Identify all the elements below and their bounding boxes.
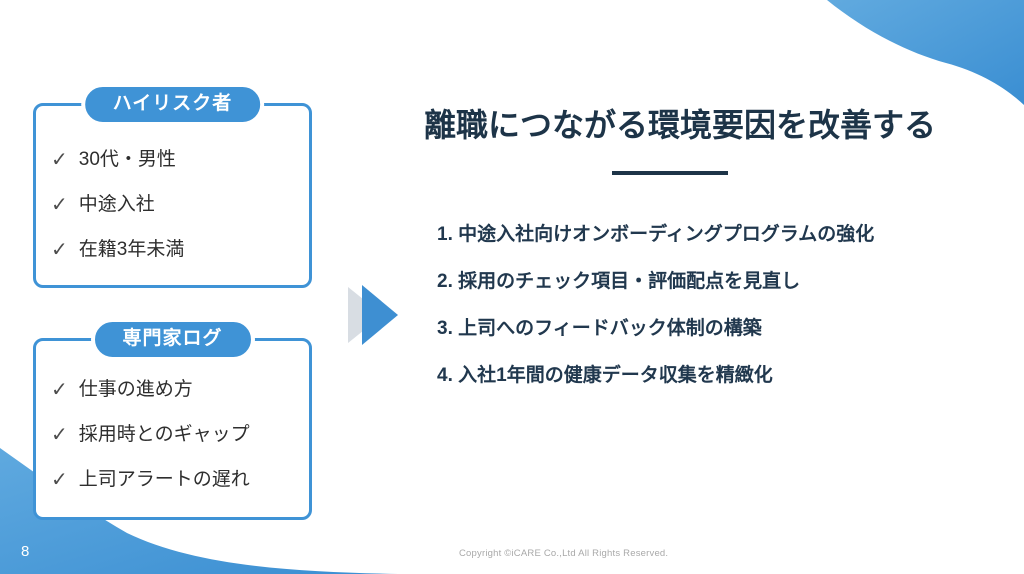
check-icon: ✓ bbox=[51, 379, 68, 401]
check-icon: ✓ bbox=[51, 469, 68, 491]
list-item: ✓ 仕事の進め方 bbox=[51, 379, 301, 401]
numbered-item: 3. 上司へのフィードバック体制の構築 bbox=[437, 318, 762, 339]
list-item: ✓ 在籍3年未満 bbox=[51, 239, 301, 261]
expert-log-panel: 専門家ログ ✓ 仕事の進め方 ✓ 採用時とのギャップ ✓ 上司アラートの遅れ bbox=[33, 318, 312, 520]
double-triangle-right-icon bbox=[348, 285, 398, 345]
top-right-swoosh-shape bbox=[827, 0, 1024, 105]
high-risk-panel-header: ハイリスク者 bbox=[80, 83, 265, 126]
numbered-item: 4. 入社1年間の健康データ収集を精緻化 bbox=[437, 365, 773, 386]
improvement-list: 1. 中途入社向けオンボーディングプログラムの強化 2. 採用のチェック項目・評… bbox=[437, 224, 874, 386]
numbered-item: 1. 中途入社向けオンボーディングプログラムの強化 bbox=[437, 224, 875, 245]
numbered-item: 2. 採用のチェック項目・評価配点を見直し bbox=[437, 271, 801, 292]
list-item-label: 上司アラートの遅れ bbox=[78, 469, 250, 490]
list-item-label: 在籍3年未満 bbox=[78, 239, 185, 260]
check-icon: ✓ bbox=[51, 194, 68, 216]
check-icon: ✓ bbox=[51, 424, 68, 446]
title-underline bbox=[612, 171, 728, 175]
check-icon: ✓ bbox=[51, 239, 68, 261]
high-risk-checklist: ✓ 30代・男性 ✓ 中途入社 ✓ 在籍3年未満 bbox=[51, 149, 301, 261]
check-icon: ✓ bbox=[51, 149, 68, 171]
list-item: ✓ 上司アラートの遅れ bbox=[51, 469, 301, 491]
page-number: 8 bbox=[21, 543, 30, 560]
list-item-label: 採用時とのギャップ bbox=[78, 424, 250, 445]
list-item-label: 30代・男性 bbox=[78, 149, 176, 170]
list-item-label: 仕事の進め方 bbox=[78, 379, 193, 400]
expert-log-panel-header: 専門家ログ bbox=[90, 318, 255, 361]
list-item: ✓ 30代・男性 bbox=[51, 149, 301, 171]
list-item: ✓ 中途入社 bbox=[51, 194, 301, 216]
expert-log-checklist: ✓ 仕事の進め方 ✓ 採用時とのギャップ ✓ 上司アラートの遅れ bbox=[51, 379, 301, 491]
high-risk-panel: ハイリスク者 ✓ 30代・男性 ✓ 中途入社 ✓ 在籍3年未満 bbox=[33, 83, 312, 288]
list-item-label: 中途入社 bbox=[78, 194, 155, 215]
slide-title: 離職につながる環境要因を改善する bbox=[424, 107, 937, 143]
list-item: ✓ 採用時とのギャップ bbox=[51, 424, 301, 446]
copyright-text: Copyright ©iCARE Co.,Ltd All Rights Rese… bbox=[459, 548, 669, 559]
